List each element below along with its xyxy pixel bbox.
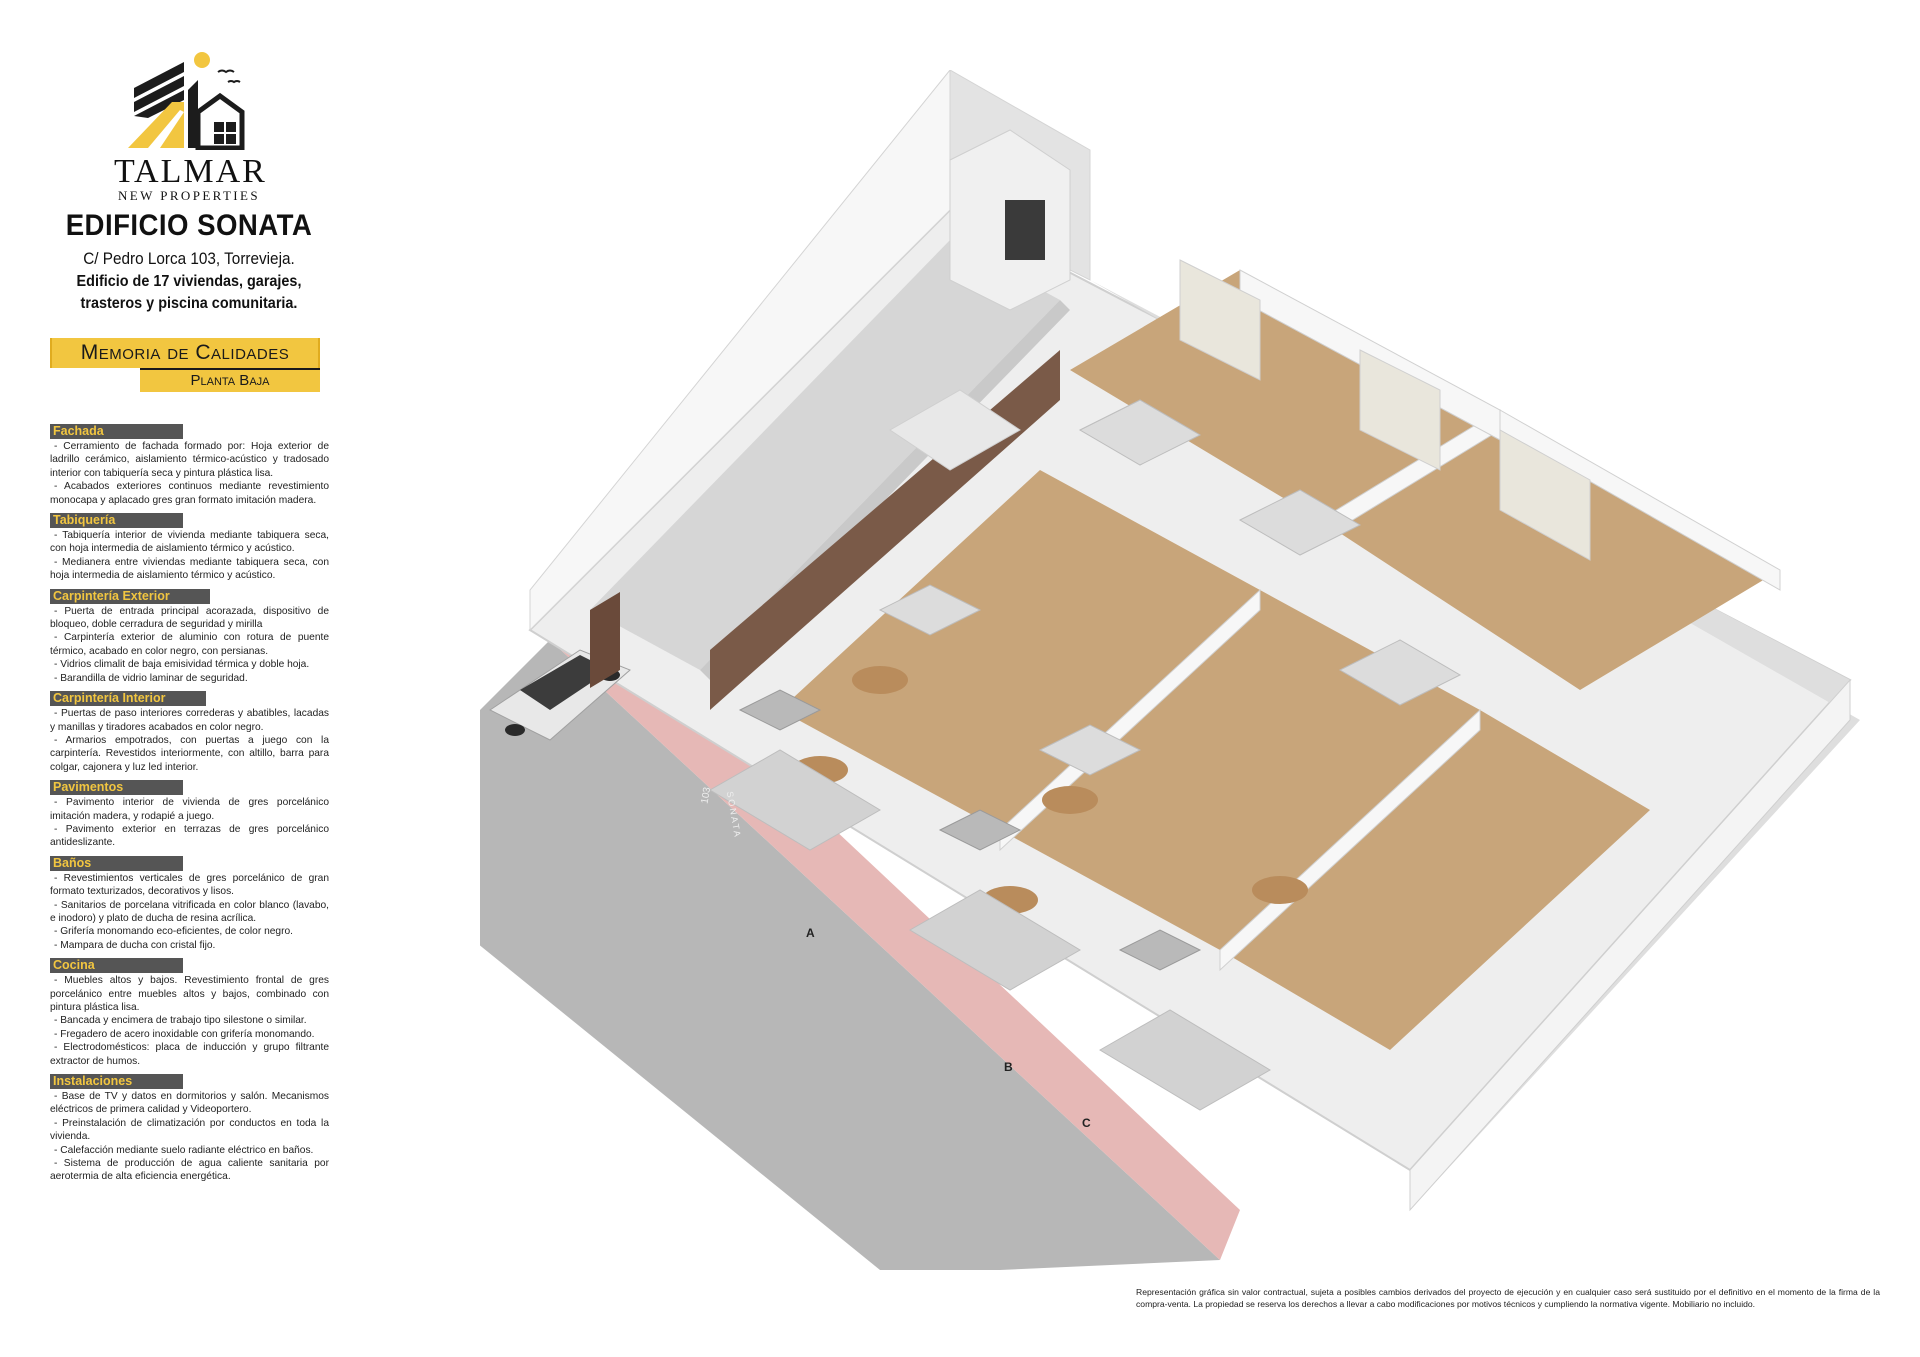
section-item: - Calefacción mediante suelo radiante el… <box>54 1144 314 1156</box>
section-item: - Vidrios climalit de baja emisividad té… <box>54 659 310 671</box>
upper-apartment-1-floor <box>1070 270 1500 520</box>
section-fachada: Fachada - Cerramiento de fachada formado… <box>50 422 329 507</box>
right-outer-wall <box>1409 678 1851 1212</box>
wardrobes <box>1179 259 1591 561</box>
section-item: - Bancada y encimera de trabajo tipo sil… <box>54 1015 307 1027</box>
section-item: - Armarios empotrados, con puertas a jue… <box>50 734 329 773</box>
isometric-floorplan: A B C 103 SONATA <box>350 68 1900 1270</box>
apartment-a-floor <box>780 470 1260 830</box>
lift-door <box>1005 200 1045 260</box>
section-instalaciones: Instalaciones - Base de TV y datos en do… <box>50 1072 329 1184</box>
section-carpinteria-exterior: Carpintería Exterior - Puerta de entrada… <box>50 587 329 685</box>
section-title: Carpintería Exterior <box>50 588 210 604</box>
unit-label-c: C <box>1082 1116 1091 1130</box>
stairs <box>889 389 1021 471</box>
section-item: - Preinstalación de climatización por co… <box>50 1117 329 1143</box>
street <box>350 640 1220 1270</box>
building-description-line-1: Edificio de 17 viviendas, garajes, <box>76 273 302 290</box>
unit-label-a: A <box>806 926 815 940</box>
building-address: C/ Pedro Lorca 103, Torrevieja. <box>83 249 295 268</box>
sidewalk <box>550 600 1240 1260</box>
section-item: - Sistema de producción de agua caliente… <box>50 1158 329 1183</box>
section-item: - Electrodomésticos: placa de inducción … <box>50 1042 329 1067</box>
section-title: Tabiquería <box>50 513 183 529</box>
section-title: Carpintería Interior <box>50 691 206 707</box>
section-item: - Carpintería exterior de aluminio con r… <box>50 632 329 657</box>
section-tabiqueria: Tabiquería - Tabiquería interior de vivi… <box>50 511 329 583</box>
section-item: - Pavimento exterior en terrazas de gres… <box>50 823 329 849</box>
section-item: - Grifería monomando eco-eficientes, de … <box>54 926 293 938</box>
section-pavimentos: Pavimentos - Pavimento interior de vivie… <box>50 778 329 850</box>
building-description-line-2: trasteros y piscina comunitaria. <box>80 295 298 312</box>
section-item: - Puertas de paso interiores correderas … <box>50 708 329 733</box>
memoria-subtitle: Planta Baja <box>140 368 320 392</box>
floorplan-render <box>350 68 1860 1270</box>
section-item: - Medianera entre viviendas mediante tab… <box>50 556 329 582</box>
section-title: Instalaciones <box>50 1074 183 1090</box>
section-item: - Acabados exteriores continuos mediante… <box>50 481 329 506</box>
brand-tagline: NEW PROPERTIES <box>117 188 260 203</box>
section-item: - Cerramiento de fachada formado por: Ho… <box>50 441 329 479</box>
building-title: EDIFICIO SONATA <box>65 209 313 242</box>
memoria-banner: Memoria de Calidades Planta Baja <box>50 338 320 392</box>
section-title: Pavimentos <box>50 780 183 796</box>
apartment-c-floor <box>1220 710 1650 1050</box>
garage-ramp <box>590 240 1060 670</box>
section-title: Baños <box>50 855 183 871</box>
left-panel: TALMAR NEW PROPERTIES EDIFICIO SONATA C/… <box>46 50 332 1188</box>
section-item: - Sanitarios de porcelana vitrificada en… <box>50 899 329 924</box>
legal-disclaimer: Representación gráfica sin valor contrac… <box>1136 1287 1880 1309</box>
upper-apartment-2-floor <box>1320 410 1780 690</box>
section-item: - Barandilla de vidrio laminar de seguri… <box>54 672 248 684</box>
section-carpinteria-interior: Carpintería Interior - Puertas de paso i… <box>50 689 329 774</box>
section-item: - Mampara de ducha con cristal fijo. <box>54 939 216 951</box>
section-title: Cocina <box>50 958 183 974</box>
section-item: - Fregadero de acero inoxidable con grif… <box>54 1028 315 1040</box>
brand-name: TALMAR <box>114 153 267 190</box>
section-item: - Revestimientos verticales de gres porc… <box>50 872 329 898</box>
quality-sections: Fachada - Cerramiento de fachada formado… <box>50 422 329 1184</box>
terraces <box>709 749 1271 1111</box>
section-item: - Tabiquería interior de vivienda median… <box>50 530 329 555</box>
facade-sign <box>590 592 620 688</box>
section-item: - Base de TV y datos en dormitorios y sa… <box>50 1091 329 1116</box>
building-sun-birds-logo-icon <box>128 52 245 151</box>
section-item: - Pavimento interior de vivienda de gres… <box>50 797 329 822</box>
section-cocina: Cocina - Muebles altos y bajos. Revestim… <box>50 956 329 1068</box>
section-item: - Puerta de entrada principal acorazada,… <box>50 605 329 631</box>
sofas <box>738 689 1202 971</box>
section-item: - Muebles altos y bajos. Revestimiento f… <box>50 975 329 1013</box>
section-banos: Baños - Revestimientos verticales de gre… <box>50 854 329 952</box>
memoria-title: Memoria de Calidades <box>50 338 320 368</box>
unit-label-b: B <box>1004 1060 1013 1074</box>
talmar-logo: TALMAR NEW PROPERTIES <box>114 50 267 203</box>
beds <box>878 399 1462 776</box>
section-title: Fachada <box>50 424 183 439</box>
